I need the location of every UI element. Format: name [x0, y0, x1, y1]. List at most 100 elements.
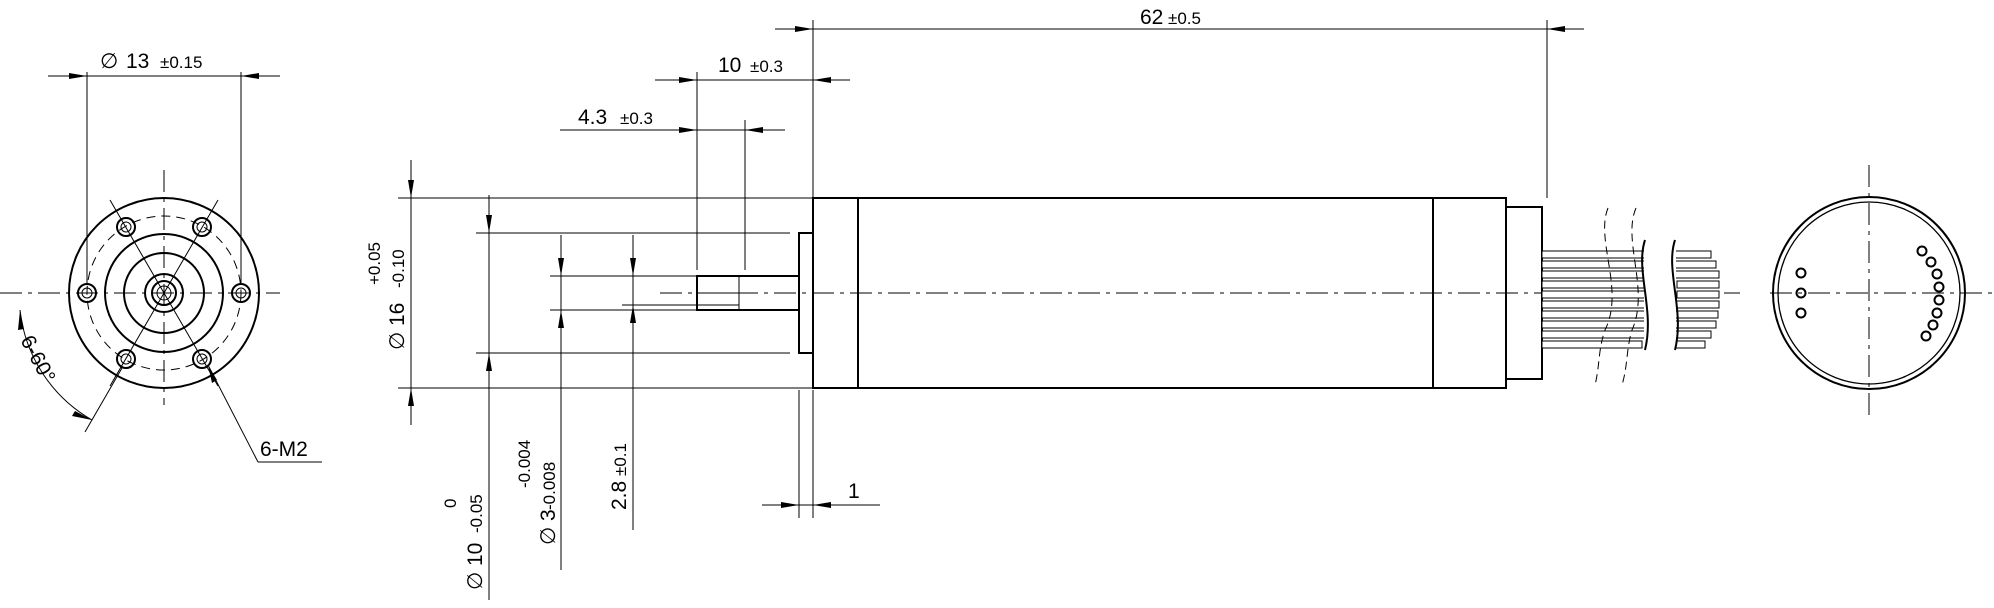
d13-phi: ∅ — [100, 50, 118, 73]
wire-end — [1676, 280, 1720, 289]
pin — [1933, 281, 1945, 293]
len62-tolerance: ±0.5 — [1168, 9, 1201, 28]
lead-wires — [1541, 250, 1720, 349]
wire-break-gap — [1644, 240, 1676, 355]
arrowhead — [408, 180, 414, 198]
wire-break-curve-1 — [1594, 207, 1613, 386]
mounting-hole-inner — [196, 353, 208, 365]
mounting-hole-inner — [120, 353, 132, 365]
d10-value: 10 — [464, 543, 487, 566]
wire-end — [1675, 300, 1720, 309]
pin — [1933, 294, 1945, 306]
len62-value: 62 — [1140, 6, 1163, 29]
wire — [1541, 320, 1659, 329]
d16-tol-upper: +0.05 — [365, 242, 384, 285]
arrowhead — [781, 502, 799, 508]
d16-phi: ∅ — [386, 332, 409, 350]
wire — [1541, 330, 1653, 339]
pin — [1916, 245, 1928, 257]
connector-pins — [1795, 245, 1945, 342]
d16-value: 16 — [386, 303, 409, 326]
wire-break-line-2 — [1671, 239, 1679, 351]
arrowhead — [558, 258, 564, 276]
arrowhead — [813, 77, 831, 83]
pin — [1931, 268, 1943, 280]
d13-value: 13 — [126, 50, 149, 73]
wire-end — [1669, 260, 1717, 269]
arrowhead — [679, 77, 697, 83]
rear-view — [1770, 165, 1994, 420]
d10-tol-lower: -0.05 — [467, 494, 486, 533]
shaft-inner-circle — [151, 280, 177, 306]
side-view: 62 ±0.5 10 ±0.3 4.3 ±0.3 ∅ 16 +0.05 -0.1… — [365, 6, 1740, 600]
arrowhead — [1547, 26, 1565, 32]
mounting-hole-inner — [235, 287, 247, 299]
mounting-hole-inner — [120, 221, 132, 233]
wire — [1541, 340, 1643, 349]
d10-tol-upper: 0 — [441, 499, 460, 508]
arrowhead — [18, 310, 24, 330]
thread-leader — [207, 364, 259, 463]
arrowhead — [408, 388, 414, 406]
arrowhead — [795, 26, 813, 32]
arrowhead — [241, 73, 259, 79]
arrowhead — [745, 127, 763, 133]
rear-inner-circle — [1777, 201, 1961, 385]
shaft-core-circle — [156, 285, 172, 301]
arrowhead — [558, 310, 564, 328]
mounting-hole — [192, 217, 212, 237]
arrowhead — [630, 258, 636, 276]
hole-axis-2 — [109, 199, 219, 387]
pin — [1925, 256, 1937, 268]
arrowhead — [486, 353, 492, 371]
flat-tolerance: ±0.1 — [611, 443, 630, 476]
pin — [1795, 287, 1807, 299]
pin — [1931, 307, 1943, 319]
angle-label: 6-60° — [16, 332, 60, 387]
d3-tol-upper: -0.004 — [515, 440, 534, 488]
arrowhead — [813, 502, 831, 508]
mounting-hole — [116, 349, 136, 369]
mounting-hole — [192, 349, 212, 369]
arrowhead — [630, 305, 636, 323]
bolt-circle — [86, 215, 242, 371]
pin — [1795, 267, 1807, 279]
arrowhead — [679, 127, 697, 133]
len10-tolerance: ±0.3 — [750, 57, 783, 76]
wire-end — [1674, 270, 1720, 279]
d16-tol-lower: -0.10 — [389, 249, 408, 288]
wire — [1541, 250, 1653, 259]
wire-break-line-1 — [1641, 239, 1649, 351]
mounting-hole-inner — [81, 287, 93, 299]
arrowhead — [69, 73, 87, 79]
mounting-hole — [116, 217, 136, 237]
len43-tolerance: ±0.3 — [620, 109, 653, 128]
wire-break-curve-2 — [1621, 207, 1639, 386]
flat-value: 2.8 — [608, 481, 631, 510]
d3-phi: ∅ — [537, 527, 560, 545]
pin — [1927, 319, 1939, 331]
front-view: ∅ 13 ±0.15 6-60° 6-M2 — [0, 50, 322, 463]
flange-value: 1 — [848, 480, 860, 503]
pin — [1920, 330, 1932, 342]
pin — [1795, 307, 1807, 319]
boss-circle — [123, 252, 205, 334]
wire-end — [1672, 310, 1719, 319]
d10-phi: ∅ — [464, 572, 487, 590]
gearhead-circle — [104, 233, 224, 353]
shaft-outer-circle — [144, 273, 184, 313]
arrowhead — [486, 215, 492, 233]
d3-value: 3 — [537, 509, 560, 521]
angle-ext-line — [84, 367, 123, 433]
arrowhead — [72, 411, 92, 420]
arrowhead — [208, 365, 217, 383]
wire-end — [1676, 290, 1720, 299]
rear-outer-circle — [1772, 196, 1966, 390]
thread-label: 6-M2 — [260, 438, 308, 461]
d13-tolerance: ±0.15 — [160, 53, 202, 72]
len10-value: 10 — [718, 54, 741, 77]
d3-tol-lower: -0.008 — [540, 462, 559, 510]
len43-value: 4.3 — [578, 106, 607, 129]
